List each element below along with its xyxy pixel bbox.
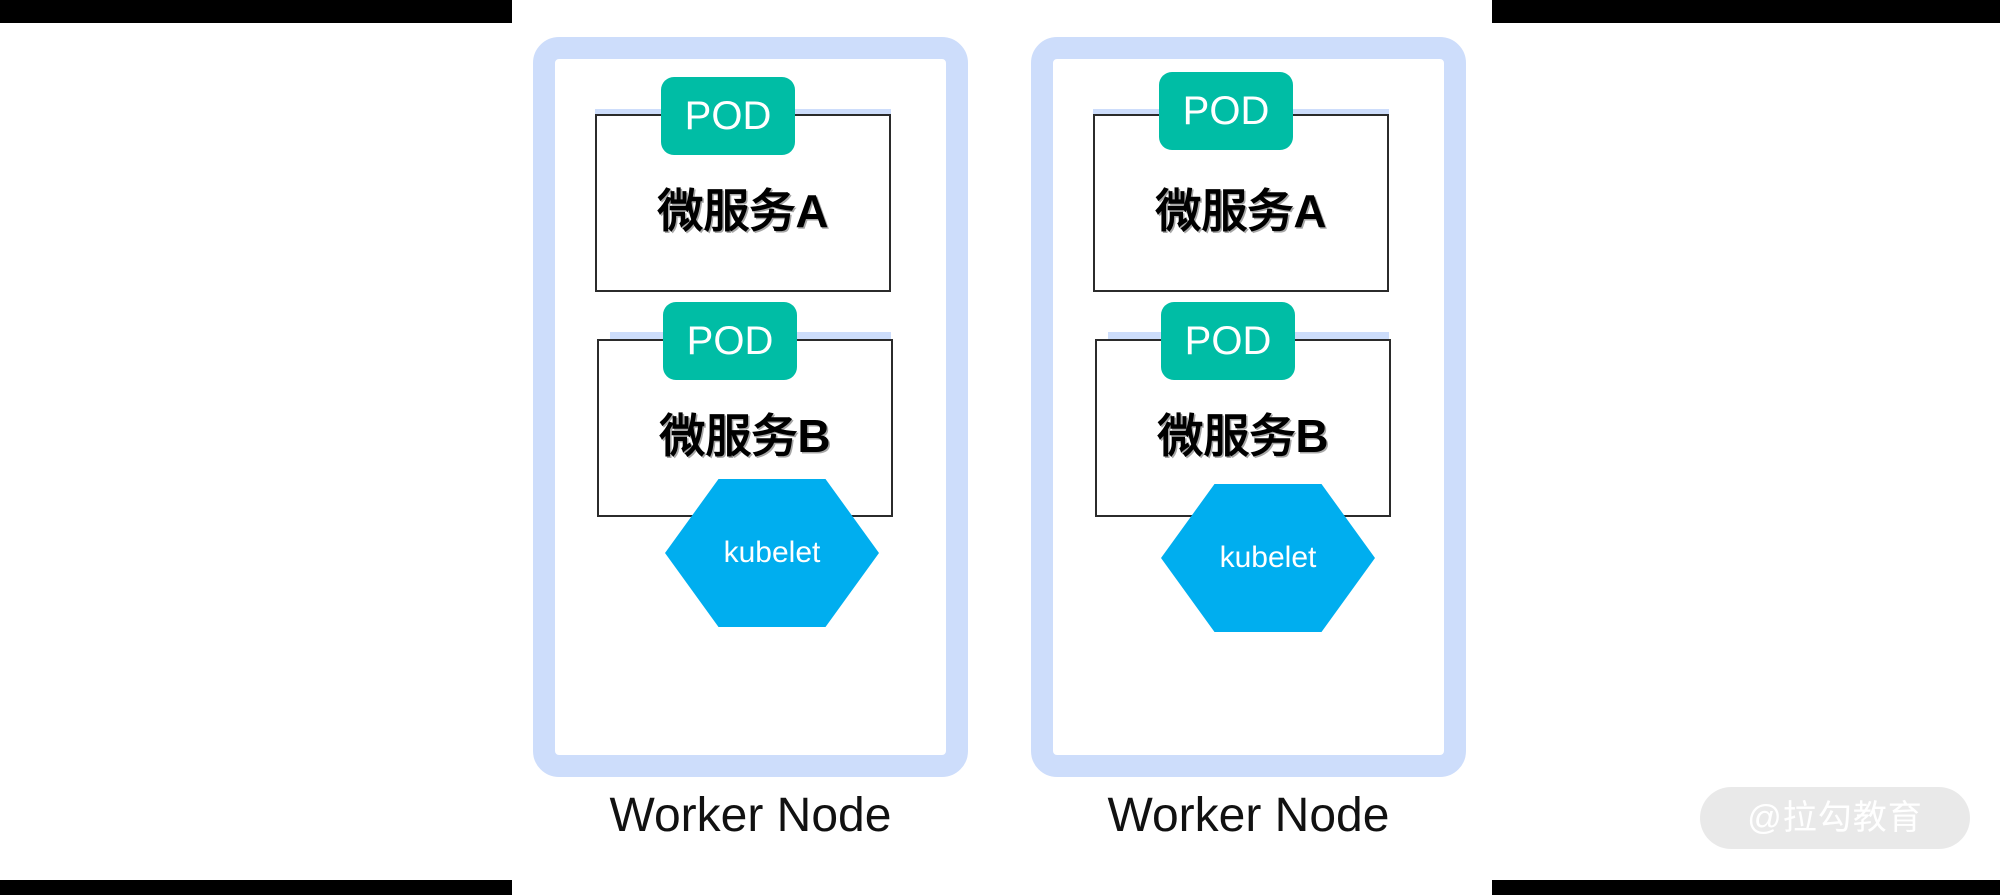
worker-node-body-2: 微服务A POD 微服务B POD kubelet [1053,59,1444,755]
letterbox-bar-bottom-left [0,880,512,895]
watermark-pill: @拉勾教育 [1700,787,1970,849]
letterbox-bar-bottom-right [1492,880,2000,895]
worker-node-card-2: 微服务A POD 微服务B POD kubelet [1031,37,1466,777]
worker-node-body-1: 微服务A POD 微服务B POD kubelet [555,59,946,755]
node-1-kubelet-hexagon: kubelet [665,479,879,627]
letterbox-bar-top-left [0,0,512,23]
node-1-pod-badge-a: POD [661,77,795,155]
node-2-service-label-a: 微服务A [1155,185,1327,237]
node-1-service-label-a: 微服务A [657,185,829,237]
letterbox-bar-top-right [1492,0,2000,23]
watermark-text: @拉勾教育 [1747,799,1923,837]
worker-node-caption-2: Worker Node [1107,789,1390,842]
node-2-pod-badge-b: POD [1161,302,1295,380]
node-1-pod-badge-b: POD [663,302,797,380]
worker-node-caption-1: Worker Node [609,789,892,842]
node-2-pod-badge-a: POD [1159,72,1293,150]
node-1-service-label-b: 微服务B [659,410,831,462]
worker-node-card-1: 微服务A POD 微服务B POD kubelet [533,37,968,777]
node-2-service-label-b: 微服务B [1157,410,1329,462]
